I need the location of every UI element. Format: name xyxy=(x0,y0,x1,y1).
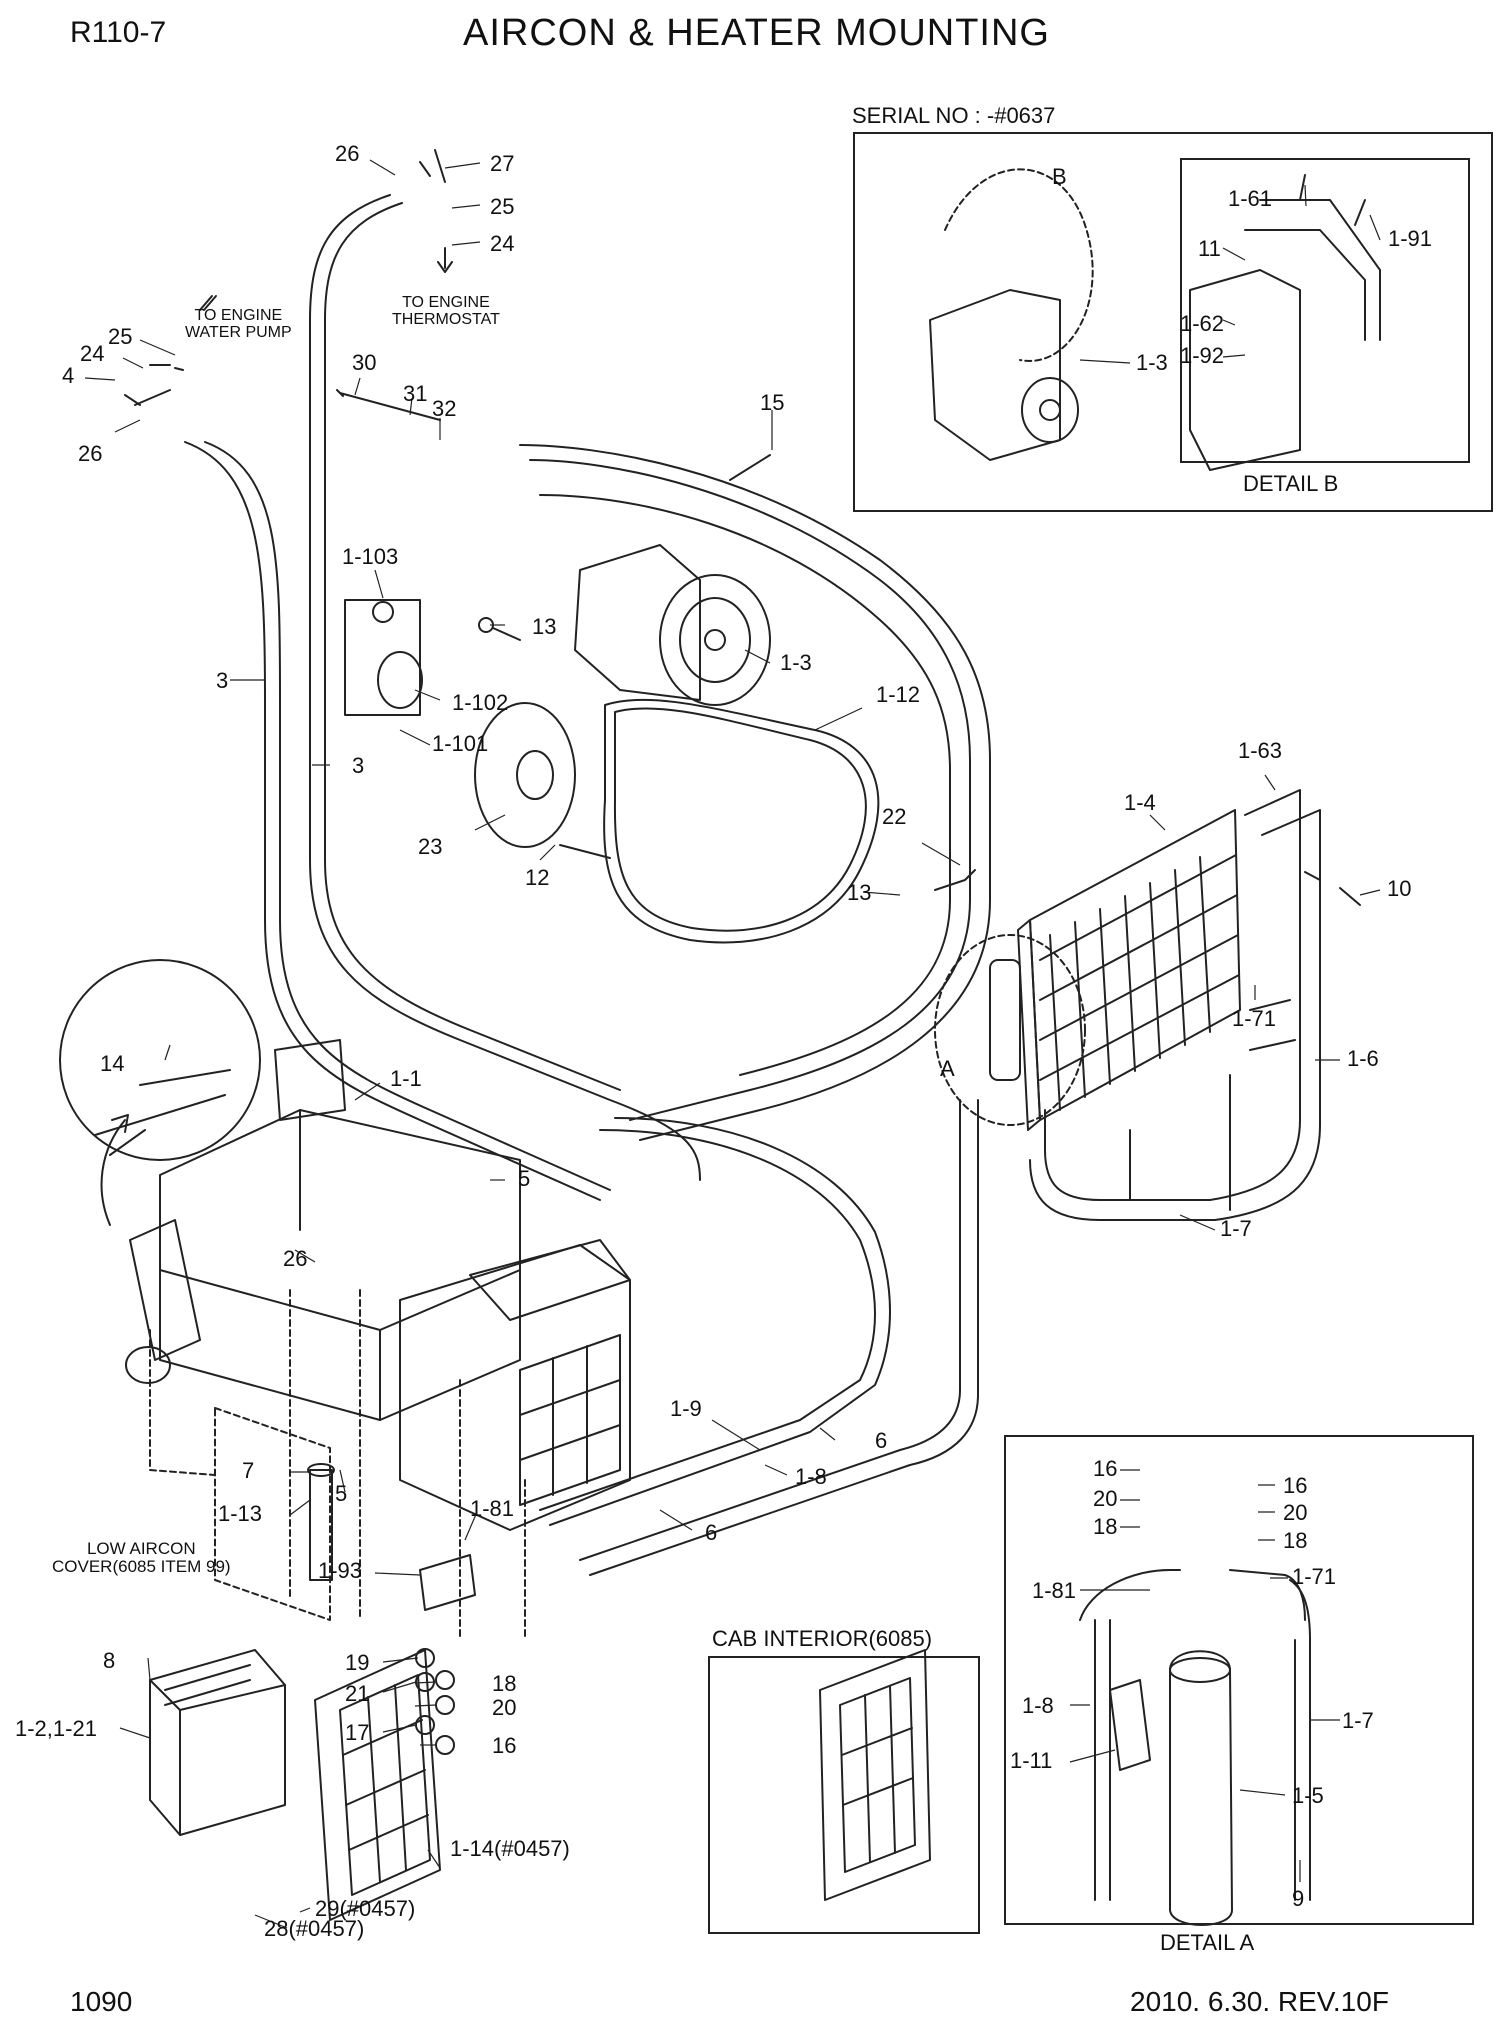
callout: 20 xyxy=(1283,1500,1308,1525)
callout: 1-71 xyxy=(1232,1006,1277,1031)
note-low-aircon-cover: LOW AIRCON COVER(6085 ITEM 99) xyxy=(52,1539,231,1576)
callout: 26 xyxy=(283,1246,308,1271)
callout: 24 xyxy=(490,231,515,256)
page-title: AIRCON & HEATER MOUNTING xyxy=(463,12,1050,54)
callout: 1-62 xyxy=(1180,311,1225,336)
cab-interior-label: CAB INTERIOR(6085) xyxy=(712,1626,933,1651)
callout: 3 xyxy=(216,668,229,693)
callout: 30 xyxy=(352,350,377,375)
callout: 13 xyxy=(847,880,872,905)
callout: 18 xyxy=(1093,1514,1118,1539)
detail-b-marker: B xyxy=(1052,164,1067,189)
serial-inset-frame xyxy=(853,132,1493,512)
callout: 17 xyxy=(345,1720,370,1745)
callout: 25 xyxy=(108,324,133,349)
note-to-engine-thermostat: TO ENGINE THERMOSTAT xyxy=(392,294,500,328)
callout: 16 xyxy=(492,1733,517,1758)
detail-a-frame xyxy=(1004,1435,1474,1925)
callout: 29(#0457) xyxy=(315,1896,416,1921)
detail-a-marker: A xyxy=(940,1056,955,1081)
callout: 20 xyxy=(492,1695,517,1720)
callout: 1-101 xyxy=(432,731,489,756)
callout: 7 xyxy=(242,1458,255,1483)
callout: 22 xyxy=(882,804,907,829)
callout: 1-13 xyxy=(218,1501,263,1526)
detail-b-frame xyxy=(1180,158,1470,463)
callout: 27 xyxy=(490,151,515,176)
callout: 1-9 xyxy=(670,1396,702,1421)
callout: 21 xyxy=(345,1681,370,1706)
callout: 1-4 xyxy=(1124,790,1156,815)
note-to-engine-water-pump: TO ENGINE WATER PUMP xyxy=(185,307,292,341)
callout: 1-8 xyxy=(1022,1693,1054,1718)
callout: 1-8 xyxy=(795,1464,827,1489)
callout: 28(#0457) xyxy=(264,1916,365,1941)
callout: 26 xyxy=(335,141,360,166)
callout: 1-63 xyxy=(1238,738,1283,763)
callout: 1-92 xyxy=(1180,343,1225,368)
callout: 1-91 xyxy=(1388,226,1433,251)
callout: 1-81 xyxy=(1032,1578,1077,1603)
callout: 12 xyxy=(525,865,550,890)
revision-date: 2010. 6.30. REV.10F xyxy=(1130,1986,1389,2017)
callout: 5 xyxy=(518,1166,531,1191)
callout: 18 xyxy=(1283,1528,1308,1553)
callout: 1-7 xyxy=(1342,1708,1374,1733)
callout: 1-102 xyxy=(452,690,509,715)
callout: 16 xyxy=(1093,1456,1118,1481)
callout: 4 xyxy=(62,363,75,388)
callout: 1-14(#0457) xyxy=(450,1836,570,1861)
callout: 18 xyxy=(492,1671,517,1696)
callout: 6 xyxy=(875,1428,888,1453)
callout: 1-7 xyxy=(1220,1216,1252,1241)
callout: 24 xyxy=(80,341,105,366)
cab-interior-frame xyxy=(708,1656,980,1934)
callout: 5 xyxy=(335,1481,348,1506)
callout: 1-5 xyxy=(1292,1783,1324,1808)
callout: 19 xyxy=(345,1650,370,1675)
callout: 1-61 xyxy=(1228,186,1273,211)
callout: 13 xyxy=(532,614,557,639)
detail-a-label: DETAIL A xyxy=(1160,1930,1255,1955)
callout: 14 xyxy=(100,1051,125,1076)
callout: 1-11 xyxy=(1010,1748,1053,1773)
callout: 11 xyxy=(1198,236,1221,261)
callout: 10 xyxy=(1387,876,1412,901)
callout: 15 xyxy=(760,390,785,415)
callout: 26 xyxy=(78,441,103,466)
callout: 20 xyxy=(1093,1486,1118,1511)
serial-number-label: SERIAL NO : -#0637 xyxy=(852,103,1056,128)
callout: 1-6 xyxy=(1347,1046,1379,1071)
callout: 1-103 xyxy=(342,544,399,569)
callout: 1-1 xyxy=(390,1066,422,1091)
page-number: 1090 xyxy=(70,1986,133,2017)
detail-b-label: DETAIL B xyxy=(1243,471,1339,496)
callout: 16 xyxy=(1283,1473,1308,1498)
callout: 23 xyxy=(418,834,443,859)
callout: 1-3 xyxy=(780,650,812,675)
callout: 8 xyxy=(103,1648,116,1673)
callout: 32 xyxy=(432,396,457,421)
callout: 1-93 xyxy=(318,1558,363,1583)
callout: 9 xyxy=(1292,1886,1305,1911)
callout: 1-3 xyxy=(1136,350,1168,375)
callout: 25 xyxy=(490,194,515,219)
callout: 1-2,1-21 xyxy=(15,1716,97,1741)
callout: 1-71 xyxy=(1292,1564,1337,1589)
model-label: R110-7 xyxy=(70,16,167,49)
callout: 3 xyxy=(352,753,365,778)
callout: 1-81 xyxy=(470,1496,515,1521)
callout: 31 xyxy=(403,381,428,406)
callout: 1-12 xyxy=(876,682,921,707)
callout: 6 xyxy=(705,1520,718,1545)
